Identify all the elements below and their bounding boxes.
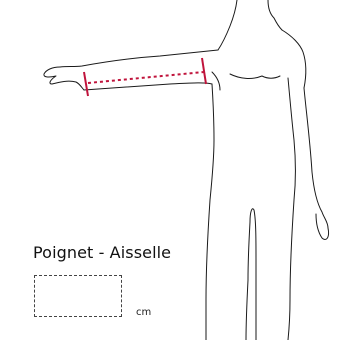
measurement-input-box[interactable] xyxy=(34,275,122,317)
unit-label: cm xyxy=(136,307,151,318)
armpit-tick xyxy=(202,58,206,84)
neck-right-outline xyxy=(268,0,282,30)
armpit-outline xyxy=(212,72,220,90)
measurement-label: Poignet - Aisselle xyxy=(33,243,171,262)
neck-left-outline xyxy=(218,0,237,50)
hand-outline xyxy=(44,67,84,90)
inner-leg-outline xyxy=(246,209,256,340)
wrist-tick xyxy=(84,72,88,96)
right-torso-outline xyxy=(288,78,296,340)
arm-bottom-outline xyxy=(84,83,212,90)
right-shoulder-outline xyxy=(282,30,306,88)
chest-outline xyxy=(230,74,280,78)
arm-top-outline xyxy=(60,50,218,67)
right-arm-outline xyxy=(304,88,329,240)
wrist-to-armpit-measure-line xyxy=(88,72,204,83)
left-torso-outline xyxy=(206,84,214,340)
